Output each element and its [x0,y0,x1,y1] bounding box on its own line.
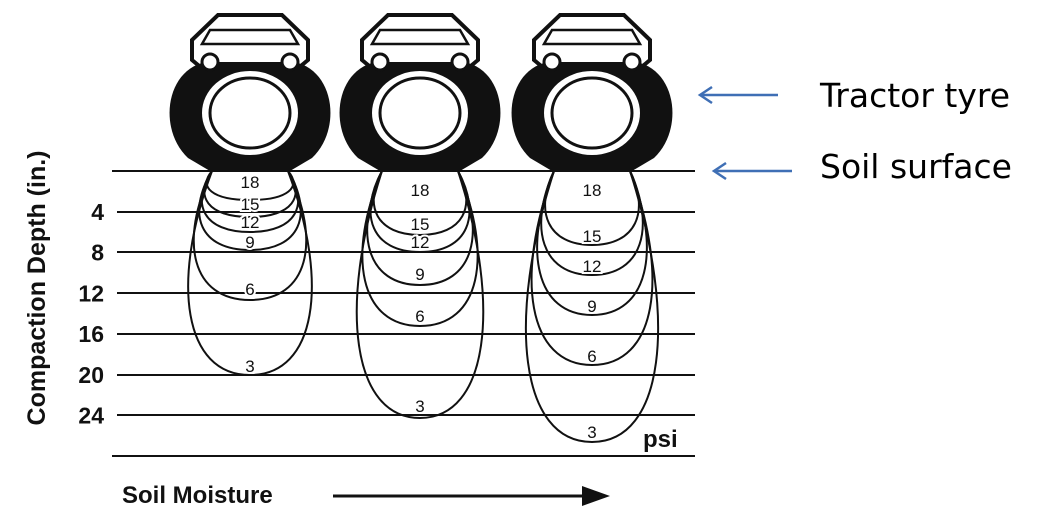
y-tick-label: 12 [78,280,104,306]
pressure-label: 18 [411,181,430,200]
pressure-label: 3 [415,397,424,416]
y-axis-title: Compaction Depth (in.) [23,151,51,426]
tractor-tyre-icon [511,13,673,171]
pressure-label: 6 [245,280,254,299]
pressure-contour [540,170,644,277]
pressure-contour [187,170,313,377]
pressure-label: 9 [415,265,424,284]
pressure-contour [544,170,640,247]
pressure-label: 12 [241,213,260,232]
tractor-tyre-icon [169,13,331,171]
y-tick-label: 20 [78,362,104,388]
y-tick-label: 16 [78,321,104,347]
pressure-contour [355,170,485,420]
pressure-label: 15 [411,215,430,234]
y-tick-label: 8 [91,240,104,266]
units-label: psi [643,426,678,453]
pressure-label: 6 [415,307,424,326]
surface-pointer-arrow [711,161,792,181]
y-axis-ticks: 4 8 12 16 20 24 [78,199,104,429]
soil-surface-label: Soil surface [820,147,1012,186]
pressure-label: 18 [583,181,602,200]
y-tick-label: 4 [91,199,104,225]
pressure-label: 3 [245,357,254,376]
pressure-label: 3 [587,423,596,442]
pressure-label: 9 [245,233,254,252]
soil-moisture-arrow [333,486,610,506]
soil-moisture-label: Soil Moisture [122,482,273,509]
tyre-pointer-arrow [697,85,778,105]
pressure-label: 12 [411,233,430,252]
pressure-label: 18 [241,173,260,192]
pressure-bulb-group: 18 15 12 9 6 3 [524,170,660,444]
pressure-label: 12 [583,257,602,276]
pressure-label: 15 [583,227,602,246]
tractor-tyre-label: Tractor tyre [820,76,1011,115]
tractor-tyre-icon [339,13,501,171]
pressure-label: 6 [587,347,596,366]
pressure-label: 15 [241,195,260,214]
tractor-tyres [169,13,673,171]
y-tick-label: 24 [78,403,104,429]
pressure-contour [536,170,648,317]
depth-gridlines [112,170,695,457]
pressure-contour [524,170,660,444]
pressure-label: 9 [587,297,596,316]
